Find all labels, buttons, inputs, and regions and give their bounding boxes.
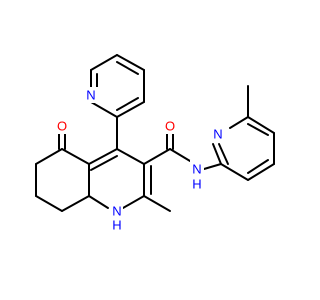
ketone-oxygen-label: O: [57, 119, 67, 134]
ring-nitrogen-label: N: [112, 204, 121, 219]
bond: [247, 123, 269, 136]
bond: [218, 143, 229, 165]
bond: [229, 116, 249, 129]
bond: [90, 54, 118, 71]
bonds: [35, 54, 275, 212]
amide-hydrogen-label: H: [192, 177, 201, 192]
bond: [88, 148, 118, 165]
label-background: [84, 87, 98, 103]
label-background: [54, 118, 68, 134]
bond: [35, 195, 63, 212]
molecule-diagram: O N O N H N N H: [35, 54, 275, 233]
bond: [212, 143, 222, 165]
bond: [90, 101, 118, 118]
bond: [35, 148, 63, 165]
bond: [116, 101, 145, 118]
pyridyl-nitrogen-label: N: [86, 88, 95, 103]
label-background: [210, 126, 226, 142]
bond: [116, 61, 139, 75]
bond: [88, 195, 109, 209]
bond: [247, 116, 275, 134]
bond: [116, 97, 139, 111]
label-background: [163, 118, 177, 134]
bond: [116, 54, 145, 71]
bond: [143, 148, 171, 165]
amide-nitrogen-label: N: [192, 162, 201, 177]
bond: [247, 159, 269, 174]
bond: [90, 155, 118, 171]
bond: [247, 163, 275, 181]
bond: [203, 163, 222, 170]
ring-hydrogen-label: H: [112, 218, 121, 233]
amide-oxygen-label: O: [165, 119, 175, 134]
bond: [220, 163, 249, 181]
bond: [169, 148, 191, 162]
bond: [61, 195, 90, 212]
label-background: [190, 160, 204, 178]
bond: [61, 148, 90, 165]
label-background: [109, 201, 123, 231]
atom-labels: O N O N H N N H: [54, 87, 226, 233]
bond: [143, 195, 171, 212]
structure-canvas: O N O N H N N H: [35, 54, 275, 233]
methylpyridyl-nitrogen-label: N: [213, 127, 222, 142]
bond: [122, 195, 145, 209]
bond: [116, 148, 145, 165]
